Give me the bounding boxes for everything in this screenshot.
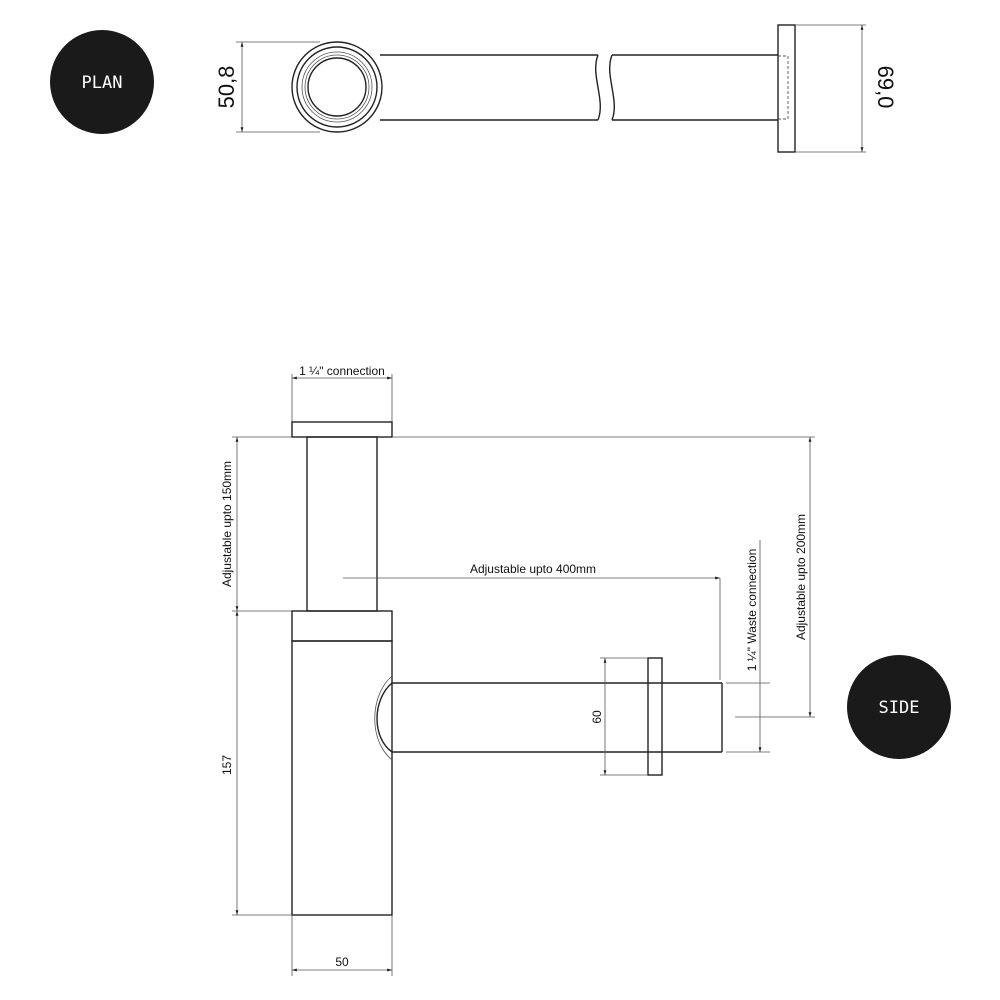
plan-badge: PLAN — [50, 30, 154, 134]
plan-width-label: 50,8 — [214, 66, 239, 109]
adjustable-150-label: Adjustable upto 150mm — [220, 461, 234, 587]
plan-view: 50,8 69,0 — [214, 24, 898, 153]
side-view: 1 ¼" connection Adjustable upto 150mm 15… — [220, 364, 815, 976]
side-badge: SIDE — [847, 655, 951, 759]
wall-flange — [647, 657, 663, 776]
side-badge-label: SIDE — [879, 698, 920, 718]
outlet-pipe — [374, 675, 723, 761]
top-cap — [291, 421, 393, 438]
trap-body — [291, 640, 393, 916]
inlet-tube — [306, 436, 378, 612]
height-157-label: 157 — [220, 755, 234, 775]
plan-flange-label: 69,0 — [873, 66, 898, 109]
flange-60-label: 60 — [590, 710, 604, 724]
plan-flange — [777, 24, 796, 153]
adjustable-400-label: Adjustable upto 400mm — [470, 562, 596, 576]
adjustable-200-label: Adjustable upto 200mm — [794, 514, 808, 640]
plan-pipe-end — [291, 41, 383, 133]
width-50-label: 50 — [335, 955, 349, 969]
top-connection-label: 1 ¼" connection — [299, 364, 385, 378]
plan-badge-label: PLAN — [82, 73, 123, 93]
waste-connection-label: 1 ¼" Waste connection — [745, 549, 759, 672]
plan-pipe — [380, 54, 778, 121]
nut — [291, 610, 393, 642]
